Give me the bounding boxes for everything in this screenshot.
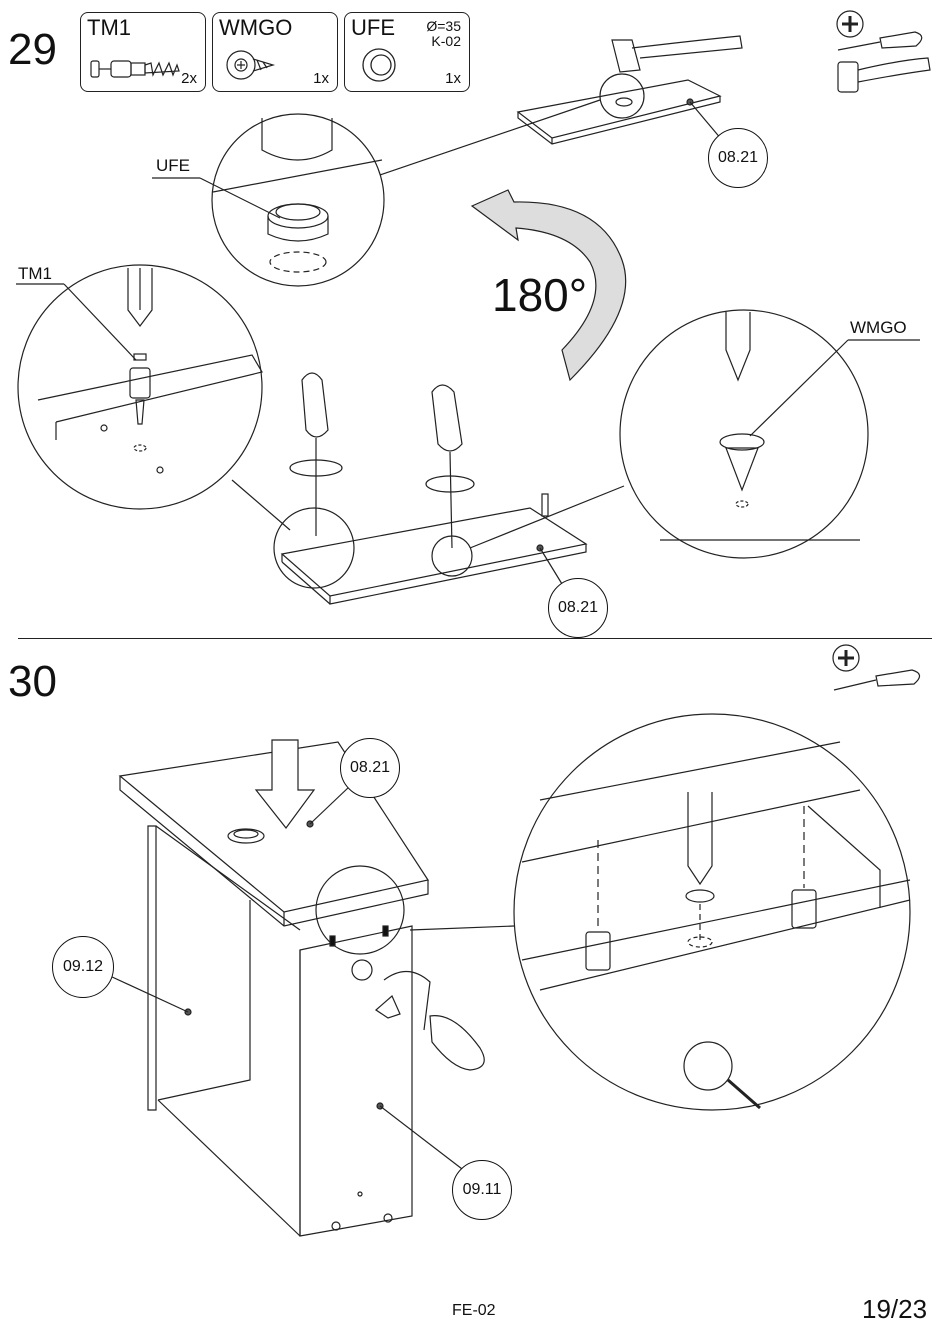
screwdriver-icon	[838, 32, 922, 50]
screwdriver-icon-30	[834, 670, 920, 690]
hammer-icon	[838, 58, 930, 92]
part-label-bottom-panel: 08.21	[548, 578, 608, 638]
step-divider	[18, 638, 932, 639]
wmgo-detail-circle	[620, 310, 868, 558]
document-code: FE-02	[452, 1302, 496, 1320]
ufe-detail-circle	[212, 114, 384, 286]
top-panel-flip	[518, 36, 742, 144]
callout-tm1: TM1	[18, 264, 52, 284]
part-label-left: 09.12	[52, 936, 114, 998]
bottom-panel-29	[274, 373, 586, 604]
rotation-label: 180°	[492, 268, 587, 322]
part-label-top: 08.21	[340, 738, 400, 798]
page-number: 19/23	[862, 1294, 927, 1325]
callout-wmgo: WMGO	[850, 318, 907, 338]
tm1-detail-circle	[18, 265, 262, 509]
part-label-top-panel: 08.21	[708, 128, 768, 188]
detail-circle-30	[514, 714, 910, 1110]
callout-ufe: UFE	[156, 156, 190, 176]
plus-icon	[837, 11, 863, 37]
part-label-right: 09.11	[452, 1160, 512, 1220]
plus-icon-30	[833, 645, 859, 671]
cabinet-30	[120, 740, 484, 1236]
